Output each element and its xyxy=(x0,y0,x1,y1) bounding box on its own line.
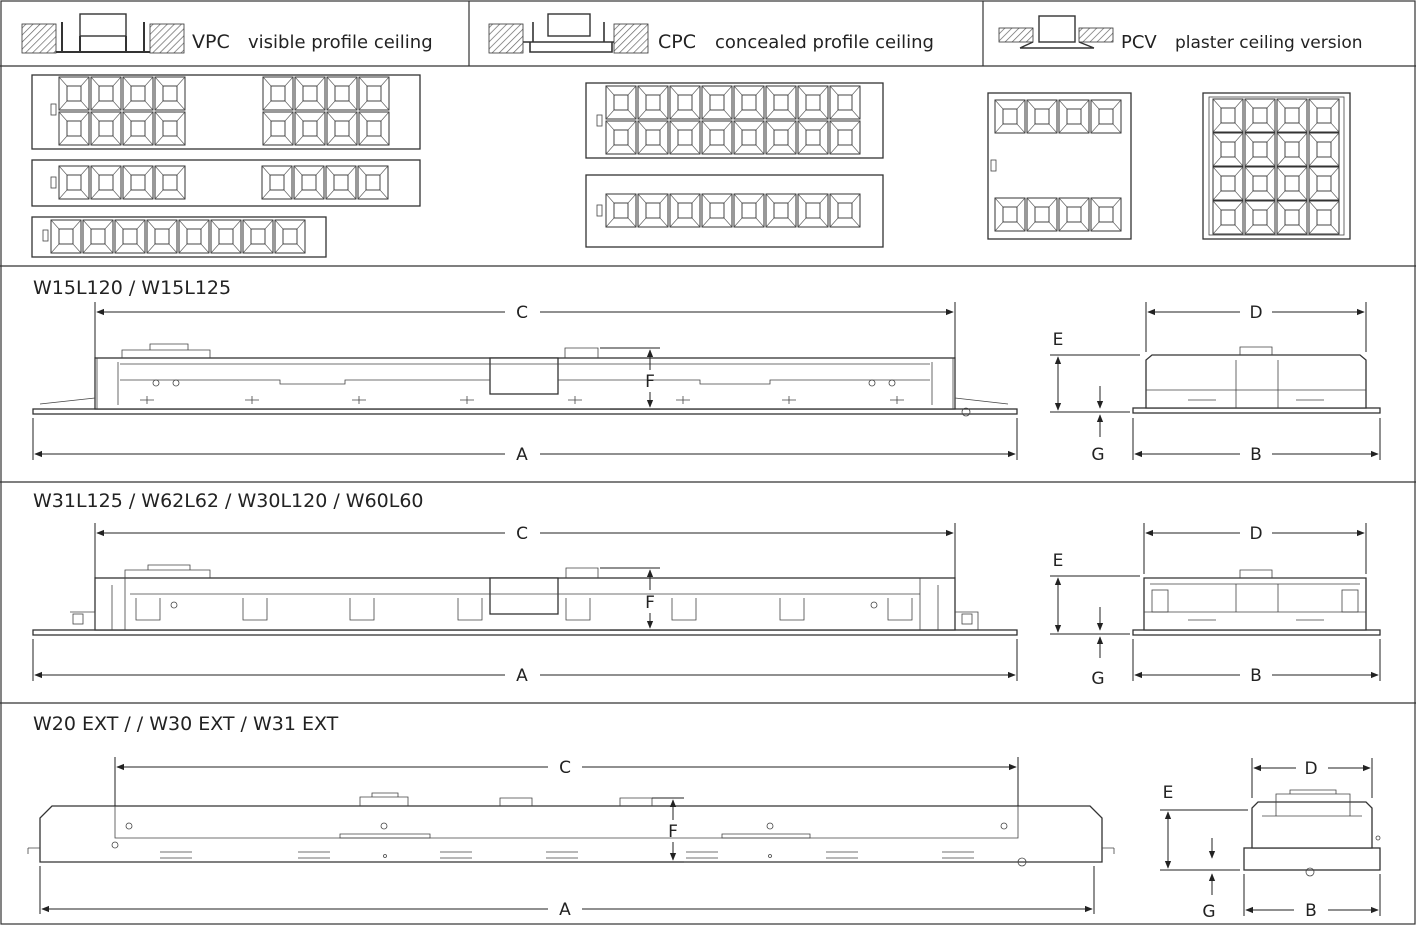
dim-label-c: C xyxy=(516,303,528,323)
section-title: W15L120 / W15L125 xyxy=(33,277,231,299)
dimension-lines xyxy=(1050,523,1381,681)
legend-vpc-code: VPC xyxy=(192,31,230,53)
legend-pcv: PCV plaster ceiling version xyxy=(998,15,1363,53)
dim-label-b: B xyxy=(1250,666,1262,686)
legend-cpc-code: CPC xyxy=(658,31,696,53)
dim-label-e: E xyxy=(1053,551,1064,571)
dimension-lines xyxy=(32,302,1018,460)
dim-label-f: F xyxy=(645,372,655,392)
dimension-lines xyxy=(1050,302,1381,460)
luminaire-module-icon xyxy=(31,74,421,150)
legend-vpc: VPC visible profile ceiling xyxy=(21,13,433,54)
luminaire-module-icon xyxy=(585,82,884,159)
dim-label-a: A xyxy=(516,445,528,465)
legend-vpc-text: visible profile ceiling xyxy=(248,32,433,53)
dim-label-b: B xyxy=(1250,445,1262,465)
ceiling-profile-icon xyxy=(998,15,1114,49)
dimension-lines xyxy=(39,757,1095,914)
end-view-drawing xyxy=(1132,569,1381,636)
dim-label-f: F xyxy=(645,593,655,613)
section-w15: W15L120 / W15L125 xyxy=(32,277,1381,465)
side-view-drawing xyxy=(27,792,1115,867)
section-w31: W31L125 / W62L62 / W30L120 / W60L60 xyxy=(32,490,1381,689)
section-title: W31L125 / W62L62 / W30L120 / W60L60 xyxy=(33,490,424,512)
dim-label-b: B xyxy=(1305,901,1317,921)
dim-label-c: C xyxy=(559,758,571,778)
luminaire-module-icon xyxy=(1202,92,1351,240)
dimension-lines xyxy=(1160,758,1381,916)
dim-label-c: C xyxy=(516,524,528,544)
luminaire-module-icon xyxy=(31,216,327,258)
section-title: W20 EXT / / W30 EXT / W31 EXT xyxy=(33,713,339,735)
dim-label-f: F xyxy=(668,822,678,842)
luminaire-plan-views xyxy=(31,74,1351,258)
luminaire-module-icon xyxy=(987,92,1132,240)
dim-label-g: G xyxy=(1202,902,1215,922)
dim-label-e: E xyxy=(1163,783,1174,803)
luminaire-module-icon xyxy=(585,174,884,248)
dimension-lines xyxy=(32,523,1018,681)
legend-pcv-text: plaster ceiling version xyxy=(1175,33,1363,53)
dim-label-d: D xyxy=(1304,759,1317,779)
ceiling-profile-icon xyxy=(21,13,185,54)
dim-label-g: G xyxy=(1091,669,1104,689)
section-ext: W20 EXT / / W30 EXT / W31 EXT xyxy=(27,713,1381,922)
dim-label-a: A xyxy=(559,900,571,920)
ceiling-profile-icon xyxy=(488,13,649,54)
end-view-drawing xyxy=(1132,346,1381,414)
dim-label-a: A xyxy=(516,666,528,686)
luminaire-module-icon xyxy=(31,159,421,207)
end-view-drawing xyxy=(1243,789,1381,877)
dim-label-d: D xyxy=(1249,303,1262,323)
dim-label-g: G xyxy=(1091,445,1104,465)
legend-cpc-text: concealed profile ceiling xyxy=(715,32,934,53)
dim-label-e: E xyxy=(1053,330,1064,350)
legend-cpc: CPC concealed profile ceiling xyxy=(488,13,934,54)
side-view-drawing xyxy=(32,343,1018,417)
dim-label-d: D xyxy=(1249,524,1262,544)
legend-pcv-code: PCV xyxy=(1121,32,1157,53)
side-view-drawing xyxy=(32,564,1018,636)
